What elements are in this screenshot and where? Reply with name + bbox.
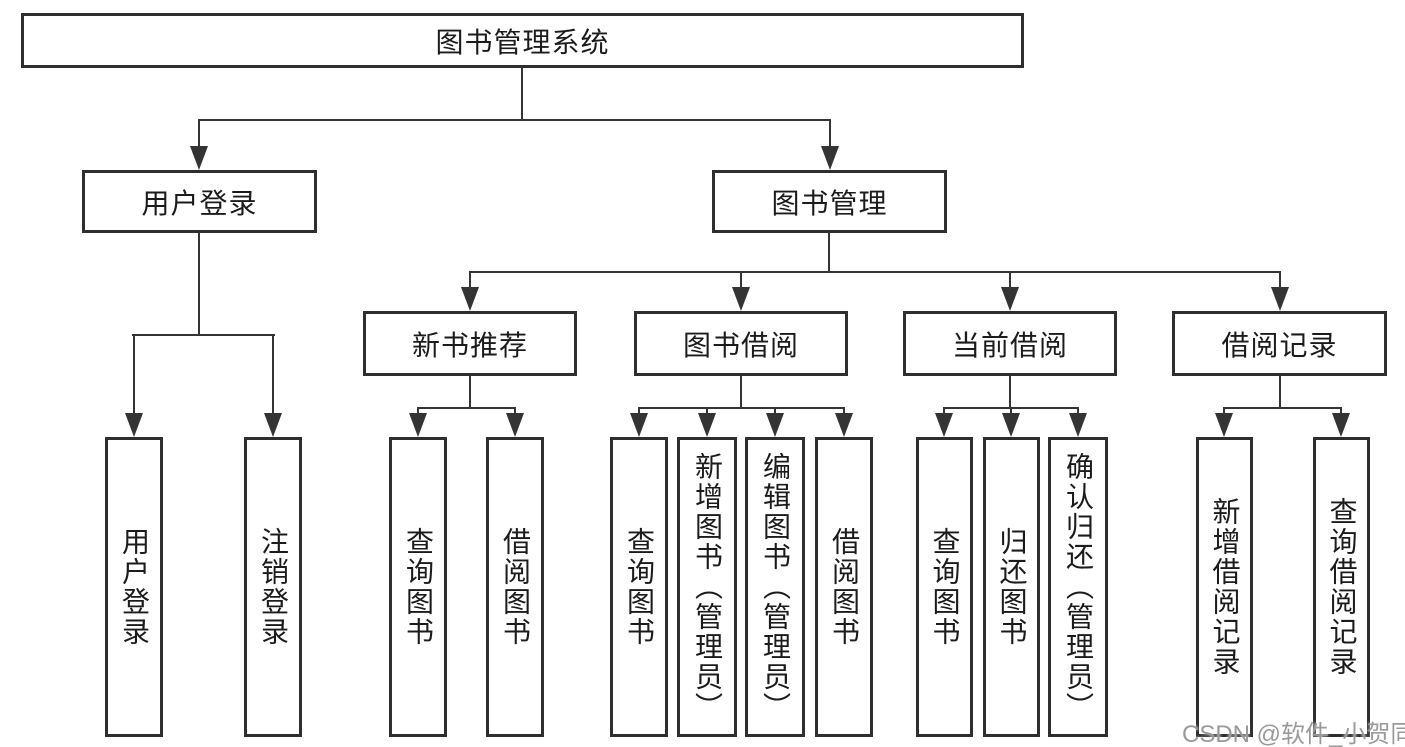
connector-line bbox=[829, 119, 831, 148]
arrow-down-icon bbox=[1069, 413, 1087, 437]
connector-line bbox=[1223, 407, 1225, 415]
connector-line bbox=[740, 271, 742, 289]
node-current-borrowing: 当前借阅 bbox=[903, 311, 1117, 376]
arrow-down-icon bbox=[698, 413, 716, 437]
node-borrow-records: 借阅记录 bbox=[1172, 311, 1387, 376]
connector-line bbox=[132, 334, 275, 336]
leaf-logout-login: 注销登录 bbox=[244, 437, 302, 737]
connector-line bbox=[1279, 376, 1281, 409]
arrow-down-icon bbox=[821, 146, 839, 170]
connector-line bbox=[1223, 407, 1342, 409]
leaf-recommend-query-books: 查询图书 bbox=[389, 437, 447, 737]
arrow-down-icon bbox=[190, 146, 208, 170]
node-book-borrowing: 图书借阅 bbox=[634, 311, 848, 376]
node-book-management: 图书管理 bbox=[712, 170, 947, 233]
leaf-records-query-record: 查询借阅记录 bbox=[1313, 437, 1370, 737]
connector-line bbox=[638, 407, 844, 409]
leaf-current-return-books: 归还图书 bbox=[983, 437, 1040, 737]
csdn-watermark: CSDN @软件_小贺同学 bbox=[1182, 721, 1405, 747]
connector-line bbox=[1279, 271, 1281, 289]
arrow-down-icon bbox=[935, 413, 953, 437]
node-root: 图书管理系统 bbox=[21, 13, 1024, 68]
node-new-book-recommend: 新书推荐 bbox=[363, 311, 577, 376]
connector-line bbox=[843, 407, 845, 415]
connector-line bbox=[1009, 376, 1011, 409]
connector-line bbox=[514, 407, 516, 415]
connector-line bbox=[469, 271, 471, 289]
arrow-down-icon bbox=[766, 413, 784, 437]
arrow-down-icon bbox=[461, 287, 479, 311]
connector-line bbox=[706, 407, 708, 415]
arrow-down-icon bbox=[1002, 413, 1020, 437]
connector-line bbox=[740, 376, 742, 409]
arrow-down-icon bbox=[1332, 413, 1350, 437]
leaf-user-login: 用户登录 bbox=[105, 437, 163, 737]
leaf-borrowing-query-books: 查询图书 bbox=[610, 437, 668, 737]
connector-line bbox=[774, 407, 776, 415]
connector-line bbox=[1009, 271, 1011, 289]
connector-line bbox=[469, 271, 1281, 273]
leaf-current-confirm-return-admin: 确认归还（管理员） bbox=[1048, 437, 1108, 737]
connector-line bbox=[198, 119, 200, 148]
arrow-down-icon bbox=[125, 413, 143, 437]
leaf-records-add-record: 新增借阅记录 bbox=[1196, 437, 1253, 737]
connector-line bbox=[1077, 407, 1079, 415]
connector-line bbox=[417, 407, 419, 415]
connector-line bbox=[417, 407, 516, 409]
arrow-down-icon bbox=[264, 413, 282, 437]
connector-line bbox=[198, 233, 200, 336]
connector-line bbox=[272, 334, 274, 415]
connector-line bbox=[133, 334, 135, 415]
arrow-down-icon bbox=[1001, 287, 1019, 311]
arrow-down-icon bbox=[630, 413, 648, 437]
arrow-down-icon bbox=[409, 413, 427, 437]
connector-line bbox=[469, 376, 471, 409]
arrow-down-icon bbox=[1271, 287, 1289, 311]
arrow-down-icon bbox=[835, 413, 853, 437]
node-user-login: 用户登录 bbox=[82, 170, 317, 233]
arrow-down-icon bbox=[732, 287, 750, 311]
connector-line bbox=[828, 233, 830, 273]
connector-line bbox=[198, 119, 831, 121]
connector-line bbox=[638, 407, 640, 415]
connector-line bbox=[943, 407, 945, 415]
connector-line bbox=[1010, 407, 1012, 415]
leaf-recommend-borrow-books: 借阅图书 bbox=[486, 437, 544, 737]
arrow-down-icon bbox=[506, 413, 524, 437]
connector-line bbox=[521, 68, 523, 120]
arrow-down-icon bbox=[1215, 413, 1233, 437]
leaf-borrowing-add-books-admin: 新增图书（管理员） bbox=[677, 437, 737, 737]
leaf-borrowing-edit-books-admin: 编辑图书（管理员） bbox=[745, 437, 805, 737]
connector-line bbox=[1340, 407, 1342, 415]
leaf-borrowing-borrow-books: 借阅图书 bbox=[815, 437, 873, 737]
leaf-current-query-books: 查询图书 bbox=[916, 437, 973, 737]
